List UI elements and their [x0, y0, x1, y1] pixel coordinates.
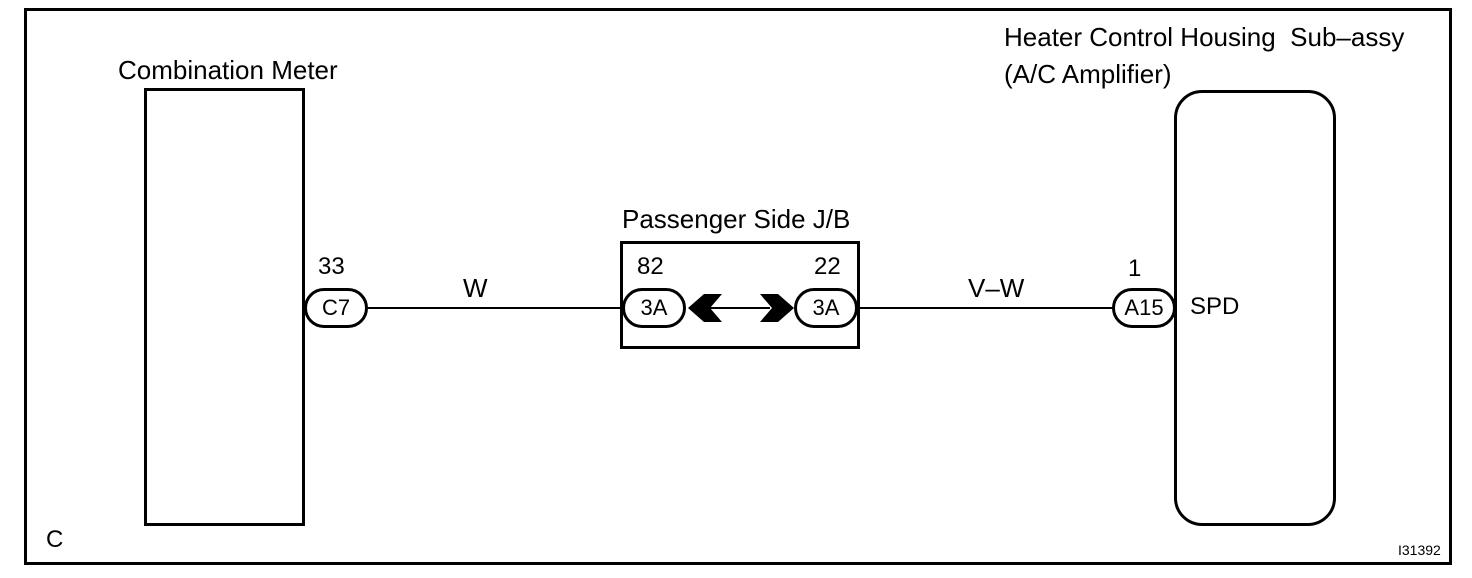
jb-left-connector: 3A — [622, 288, 686, 328]
combination-meter-label: Combination Meter — [118, 55, 338, 85]
meter-pin-number: 33 — [318, 253, 345, 280]
junction-block-box — [620, 241, 860, 349]
jb-right-pin-number: 22 — [814, 253, 841, 280]
heater-control-label-line2: (A/C Amplifier) — [1004, 59, 1172, 89]
corner-letter: C — [46, 526, 64, 553]
jb-right-chevron-icon — [760, 294, 794, 322]
heater-control-label-line1: Heater Control Housing Sub–assy — [1004, 22, 1405, 52]
jb-right-connector: 3A — [794, 288, 858, 328]
jb-left-pin-number: 82 — [637, 253, 664, 280]
spd-terminal-label: SPD — [1190, 293, 1240, 320]
jb-left-chevron-icon — [688, 294, 722, 322]
combination-meter-box — [144, 88, 305, 526]
wire-color-right: V–W — [968, 273, 1025, 303]
figure-id: I31392 — [1398, 542, 1441, 558]
meter-connector: C7 — [304, 288, 368, 328]
heater-connector: A15 — [1112, 288, 1176, 328]
wire-color-left: W — [463, 273, 488, 303]
diagram-frame — [24, 8, 1452, 565]
heater-pin-number: 1 — [1128, 255, 1142, 282]
junction-block-label: Passenger Side J/B — [622, 204, 851, 234]
